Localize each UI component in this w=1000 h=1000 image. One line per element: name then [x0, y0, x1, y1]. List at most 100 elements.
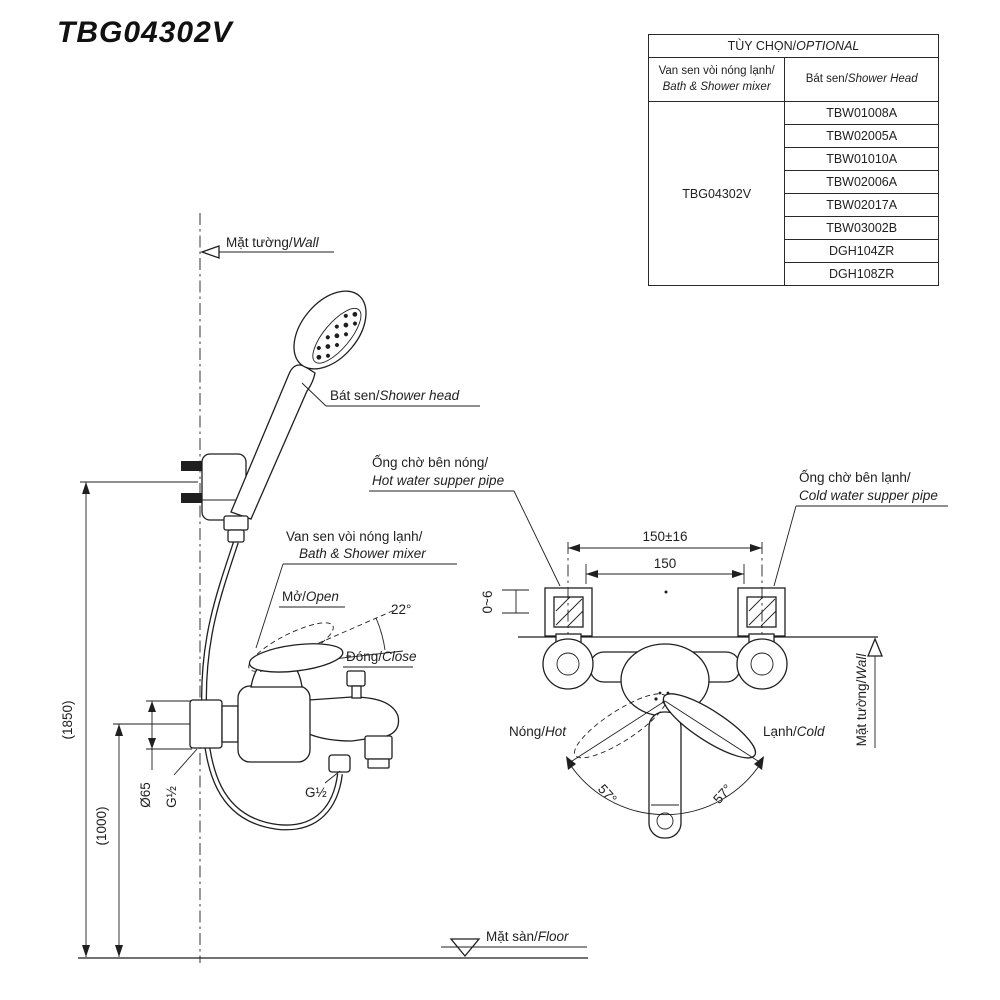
hot-label: Nóng/Hot — [509, 724, 567, 739]
diverter-stem — [351, 685, 362, 699]
dim-150-16: 150±16 — [568, 529, 762, 552]
shower-head-code: TBW02017A — [784, 193, 939, 217]
cold-pipe-leader — [773, 505, 797, 587]
front-wall-label: Mặt tường/Wall — [854, 653, 869, 747]
arrow-icon — [82, 945, 90, 957]
col-mixer-header-en: Bath & Shower mixer — [662, 80, 771, 93]
dim-flange: Ø65 — [138, 700, 192, 808]
shower-hose — [200, 541, 343, 831]
shower-head-code: DGH108ZR — [784, 262, 939, 286]
mixer-side — [189, 622, 400, 773]
cold-flange — [736, 638, 788, 690]
shower-head-code: TBW02006A — [784, 170, 939, 194]
center-mark — [664, 590, 668, 594]
dim-150: 150 — [585, 556, 745, 584]
shower-head-code: DGH104ZR — [784, 239, 939, 263]
hot-pipe-leader — [513, 490, 561, 587]
diverter-knob — [346, 670, 366, 687]
spout-outlet — [364, 735, 393, 760]
angle-arc — [375, 617, 386, 651]
swing-arc — [568, 762, 762, 816]
hose-connector — [328, 754, 351, 773]
hot-pipe-label-line2: Hot water supper pipe — [372, 473, 504, 488]
dim-thread-wall-label: G½ — [164, 786, 179, 808]
side-view: Mặt tường/Wall (1850) (1000) — [60, 213, 588, 963]
swing-line-right — [664, 700, 762, 764]
arrow-icon — [115, 945, 123, 957]
arrow-icon — [148, 701, 156, 712]
arrow-icon — [82, 482, 90, 494]
hot-supply-pipe — [544, 587, 593, 637]
table-title-vi: TÙY CHỌN/ — [727, 39, 797, 53]
floor-marker-icon — [449, 938, 481, 958]
spout-hole — [656, 812, 674, 830]
dim-150-16-label: 150±16 — [643, 529, 688, 544]
mixer-model-cell: TBG04302V — [647, 101, 786, 286]
wall-arrow-icon — [867, 637, 883, 657]
angle-label: 22° — [391, 602, 411, 617]
arrow-icon — [566, 756, 576, 770]
front-wall-label-group: Mặt tường/Wall — [854, 637, 883, 748]
lever-open-ghost — [248, 622, 334, 672]
mixer-label-group: Van sen vòi nóng lạnh/ Bath & Shower mix… — [255, 529, 457, 649]
wall-arrow-icon — [200, 245, 220, 259]
thread-wall-leader — [173, 748, 198, 776]
hand-shower — [181, 290, 367, 543]
table-title: TÙY CHỌN/OPTIONAL — [648, 34, 939, 58]
cold-pipe-label-line1: Ống chờ bên lạnh/ — [799, 470, 911, 485]
arrow-icon — [750, 544, 762, 552]
vertical-spout — [648, 711, 682, 839]
arrow-icon — [568, 544, 580, 552]
wall-anchor — [181, 493, 202, 503]
dim-1000-label: (1000) — [94, 806, 109, 845]
col-shower-header: Bát sen/Shower Head — [784, 57, 939, 102]
open-label: Mở/Open — [282, 589, 339, 604]
shower-label-leader — [301, 382, 327, 407]
dim-thread-spout-label: G½ — [305, 785, 327, 800]
mixer-front — [542, 633, 788, 839]
floor-group: Mặt sàn/Floor — [78, 929, 588, 959]
mixer-label-line2: Bath & Shower mixer — [299, 546, 426, 561]
dim-thread-spout: G½ — [305, 770, 341, 800]
wall-label: Mặt tường/Wall — [226, 235, 320, 250]
dim-1850: (1850) — [60, 481, 198, 957]
shower-head-shape — [293, 290, 367, 370]
table-title-en: OPTIONAL — [796, 39, 860, 53]
wall-flange — [189, 699, 223, 749]
dim-0-6: 0~6 — [480, 589, 529, 614]
shower-grip — [230, 364, 316, 520]
optional-table: TÙY CHỌN/OPTIONAL Van sen vòi nóng lạnh/… — [647, 34, 939, 286]
mixer-label-line1: Van sen vòi nóng lạnh/ — [286, 529, 423, 544]
mixer-label-leader — [255, 563, 284, 649]
grip-nut — [223, 515, 249, 531]
shower-head-label: Bát sen/Shower head — [330, 388, 460, 403]
pipe-hatching — [555, 596, 584, 627]
dim-thread-wall: G½ — [164, 748, 198, 808]
spray-face — [312, 307, 362, 364]
spout — [308, 696, 400, 742]
lever-front — [662, 693, 757, 759]
dim-150-label: 150 — [654, 556, 677, 571]
cold-flange-inner — [750, 652, 774, 676]
wall-label-group: Mặt tường/Wall — [200, 235, 334, 259]
swing-angle-right-label: 57° — [710, 781, 735, 806]
dim-0-6-label: 0~6 — [480, 591, 495, 614]
swing-line-left — [568, 700, 666, 764]
arrow-icon — [732, 570, 744, 578]
open-position-line — [263, 608, 398, 668]
cold-label: Lạnh/Cold — [763, 724, 825, 739]
arrow-icon — [754, 756, 764, 770]
dim-1000: (1000) — [94, 723, 192, 957]
hose-core — [202, 541, 342, 830]
lever-handle — [248, 643, 344, 673]
hot-flange-inner — [556, 652, 580, 676]
hot-flange — [542, 638, 594, 690]
aerator — [367, 758, 390, 769]
floor-label: Mặt sàn/Floor — [486, 929, 569, 944]
shower-head-code: TBW03002B — [784, 216, 939, 240]
flange-neck — [221, 705, 239, 743]
dim-flange-label: Ø65 — [138, 782, 153, 808]
cold-pipe-label-line2: Cold water supper pipe — [799, 488, 938, 503]
